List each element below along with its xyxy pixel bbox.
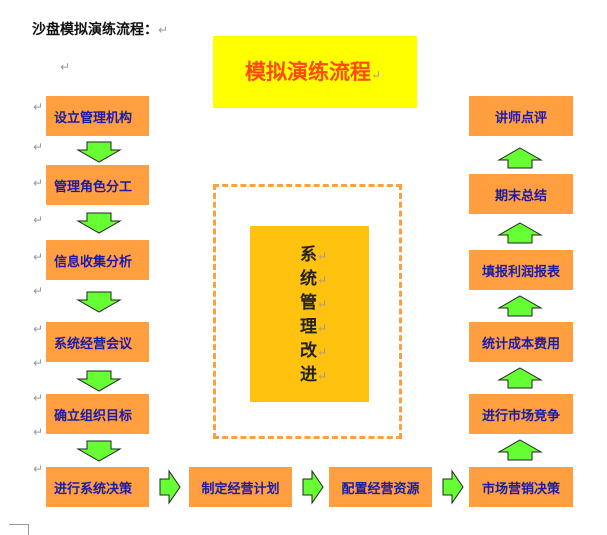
down-arrow-icon [76,212,122,234]
step-box-right-5: 期末总结 [469,174,573,214]
up-arrow-icon [497,367,543,389]
center-char-3: 管↵ [300,293,328,313]
step-box-left-2: 管理角色分工 [46,165,149,205]
flow-title-box: 模拟演练流程↵ [213,36,417,108]
right-arrow-icon [159,469,181,505]
step-box-right-2: 进行市场竞争 [469,394,573,434]
paragraph-mark: ↵ [33,322,44,336]
heading-text: 沙盘模拟演练流程： [32,22,158,38]
paragraph-mark: ↵ [33,140,44,154]
center-dashed-frame [213,184,402,439]
right-arrow-icon [442,469,464,505]
step-box-left-1: 设立管理机构 [46,96,149,136]
step-box-left-6: 进行系统决策 [46,467,149,507]
paragraph-mark: ↵ [33,213,44,227]
step-box-left-4: 系统经营会议 [46,322,149,362]
paragraph-mark: ↵ [33,391,44,405]
page-corner-mark [9,524,29,535]
center-char-2: 统↵ [300,269,328,289]
document-heading: 沙盘模拟演练流程：↵ [32,19,168,39]
down-arrow-icon [76,440,122,462]
system-management-box: 系↵ 统↵ 管↵ 理↵ 改↵ 进↵ [250,226,369,402]
step-box-bottom-2: 配置经营资源 [329,467,432,507]
step-box-right-4: 填报利润报表 [469,250,573,290]
step-box-left-5: 确立组织目标 [46,394,149,434]
step-box-bottom-1: 制定经营计划 [189,467,292,507]
center-char-5: 改↵ [300,341,328,361]
down-arrow-icon [76,141,122,163]
center-char-1: 系↵ [300,245,328,265]
paragraph-mark: ↵ [33,356,44,370]
up-arrow-icon [497,147,543,169]
step-box-right-3: 统计成本费用 [469,322,573,362]
up-arrow-icon [497,222,543,244]
paragraph-mark: ↵ [33,425,44,439]
center-char-4: 理↵ [300,317,328,337]
paragraph-mark: ↵ [33,100,44,114]
center-char-6: 进↵ [300,365,328,385]
right-arrow-icon [302,469,324,505]
flow-title: 模拟演练流程↵ [245,59,382,84]
up-arrow-icon [497,295,543,317]
paragraph-mark: ↵ [60,60,71,74]
step-box-right-6: 讲师点评 [469,96,573,136]
paragraph-mark: ↵ [33,250,44,264]
up-arrow-icon [497,439,543,461]
paragraph-mark: ↵ [158,23,169,37]
paragraph-mark: ↵ [33,284,44,298]
step-box-right-1: 市场营销决策 [469,467,573,507]
step-box-left-3: 信息收集分析 [46,240,149,280]
down-arrow-icon [76,370,122,392]
down-arrow-icon [76,291,122,313]
paragraph-mark: ↵ [33,462,44,476]
paragraph-mark: ↵ [33,176,44,190]
